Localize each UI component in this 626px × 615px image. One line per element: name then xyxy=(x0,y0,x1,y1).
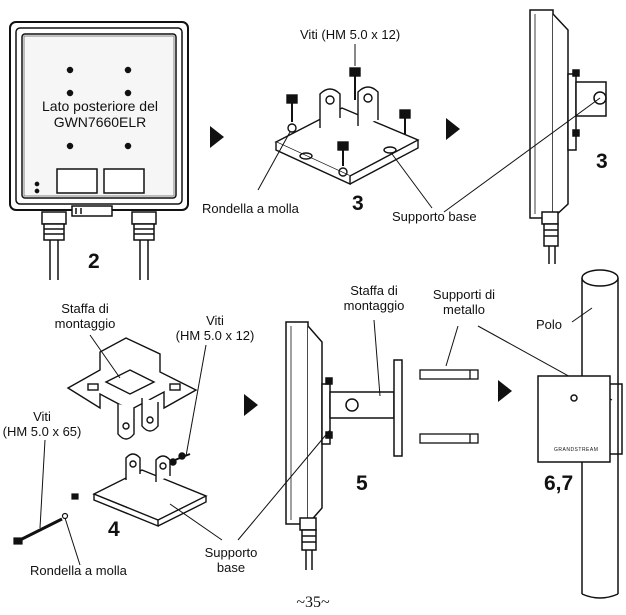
metal-supports xyxy=(419,369,479,444)
leader-line xyxy=(443,97,601,213)
base-support-label-bottom: Supporto base xyxy=(204,545,258,575)
long-screw xyxy=(13,493,79,545)
leader-line xyxy=(571,307,593,323)
step-arrow xyxy=(446,118,460,140)
bracket-label-right: Staffa di montaggio xyxy=(343,283,405,313)
pole-label: Polo xyxy=(536,317,563,332)
spring-washer-label-top: Rondella a molla xyxy=(202,201,299,216)
pole-mount xyxy=(537,269,623,599)
mounting-bracket xyxy=(66,337,198,440)
ap-side-mounted xyxy=(529,9,607,264)
leader-line xyxy=(373,319,381,397)
ap-side-with-bracket xyxy=(285,321,403,570)
brand-text: GRANDSTREAM xyxy=(554,447,599,453)
step-arrow xyxy=(498,380,512,402)
base-support-top xyxy=(274,67,420,186)
page-number: ~35~ xyxy=(296,594,330,611)
step-2-number: 2 xyxy=(88,250,100,273)
bracket-label-left: Staffa di montaggio xyxy=(54,301,116,331)
leader-line xyxy=(169,503,223,541)
leader-line xyxy=(257,131,291,191)
ap-back-view xyxy=(9,21,189,280)
leader-line xyxy=(445,325,459,367)
screws-label-top: Viti (HM 5.0 x 12) xyxy=(300,27,401,42)
leader-line xyxy=(89,334,121,379)
leader-line xyxy=(391,153,433,209)
step-4-number: 4 xyxy=(108,518,120,541)
base-support-label-top: Supporto base xyxy=(392,209,477,224)
step-arrow xyxy=(244,394,258,416)
leader-line xyxy=(39,439,46,529)
screws-label-long: Viti (HM 5.0 x 65) xyxy=(2,409,82,439)
leader-line xyxy=(237,429,331,541)
step-5-number: 5 xyxy=(356,472,368,495)
step-3-number-side: 3 xyxy=(596,150,608,173)
metal-supports-label: Supporti di metallo xyxy=(432,287,496,317)
step-arrow xyxy=(210,126,224,148)
step-6-7-number: 6,7 xyxy=(544,472,574,495)
back-view-label: Lato posteriore del GWN7660ELR xyxy=(42,98,158,131)
leader-line xyxy=(64,517,81,566)
step-3-number: 3 xyxy=(352,192,364,215)
base-support-bottom xyxy=(92,452,208,528)
screws-label-short: Viti (HM 5.0 x 12) xyxy=(175,313,255,343)
leader-line xyxy=(185,344,207,457)
spring-washer-label-bottom: Rondella a molla xyxy=(30,563,127,578)
